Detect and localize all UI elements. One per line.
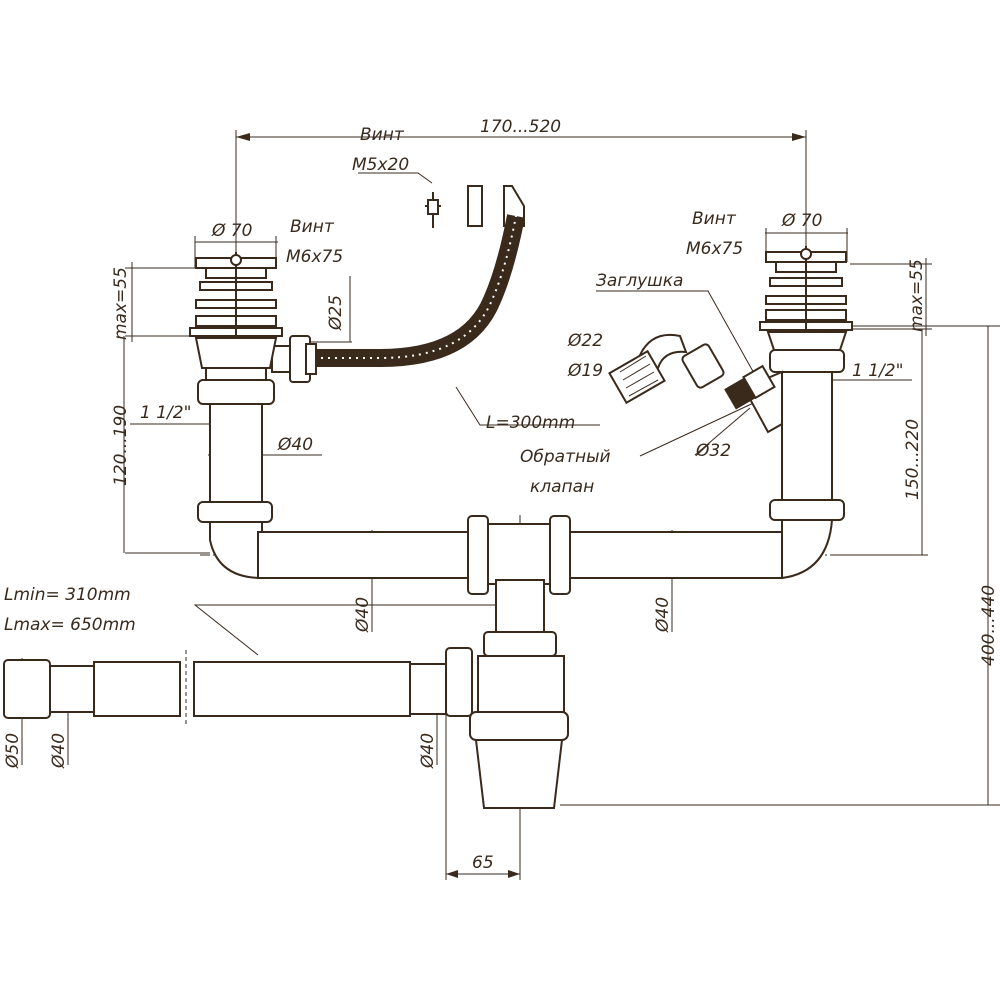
screw-m5-label-a: Винт [360,125,405,145]
diameter-70-right: Ø 70 [781,211,822,231]
check-valve-label-b: клапан [530,477,594,497]
overflow-length-label: L=300mm [486,413,575,433]
check-valve-label-a: Обратный [520,447,611,467]
diameter-19-label: Ø19 [567,361,603,381]
diameter-40-cross-right: Ø40 [653,597,673,633]
height-right-label: 150...220 [903,419,923,500]
labels: Винт M5x20 170...520 Ø 70 Винт M6x75 Вин… [3,117,999,873]
bottle-trap [445,631,569,809]
screw-m5-label-b: M5x20 [352,155,409,175]
diameter-25-label: Ø25 [326,295,346,331]
diameter-40-left-riser: Ø40 [277,435,313,455]
dimension-lines [21,130,1000,880]
diameter-22-label: Ø22 [567,331,603,351]
cross-pipe [209,515,834,635]
left-drain-assembly [189,252,283,523]
thread-left-label: 1 1/2" [140,403,191,423]
screw-m6-right-label-a: Винт [692,209,737,229]
height-left-label: 120...190 [111,405,131,486]
diameter-70-left: Ø 70 [211,221,252,241]
diameter-40-hose-inlet: Ø40 [418,733,438,769]
max55-left-label: max=55 [111,267,131,340]
thread-right-label: 1 1/2" [852,361,903,381]
screw-m6-left-label-b: M6x75 [286,247,343,267]
screw-m6-right-label-b: M6x75 [686,239,743,259]
corrugated-hose [3,650,447,726]
total-height-label: 400...440 [979,585,999,666]
diameter-40-hose-end: Ø40 [49,733,69,769]
max55-right-label: max=55 [907,259,927,332]
span-dimension: 170...520 [480,117,561,137]
overflow-hose [271,214,525,383]
diameter-40-cross-left: Ø40 [353,597,373,633]
screw-m6-left-label-a: Винт [290,217,335,237]
plug-label: Заглушка [596,271,683,291]
check-valve-parts [608,333,776,410]
diameter-32-label: Ø32 [695,441,731,461]
offset-65-label: 65 [472,853,494,873]
diameter-50-label: Ø50 [3,733,23,769]
hose-lmax-label: Lmax= 650mm [4,615,136,635]
right-drain-assembly [742,246,853,521]
hose-lmin-label: Lmin= 310mm [4,585,131,605]
